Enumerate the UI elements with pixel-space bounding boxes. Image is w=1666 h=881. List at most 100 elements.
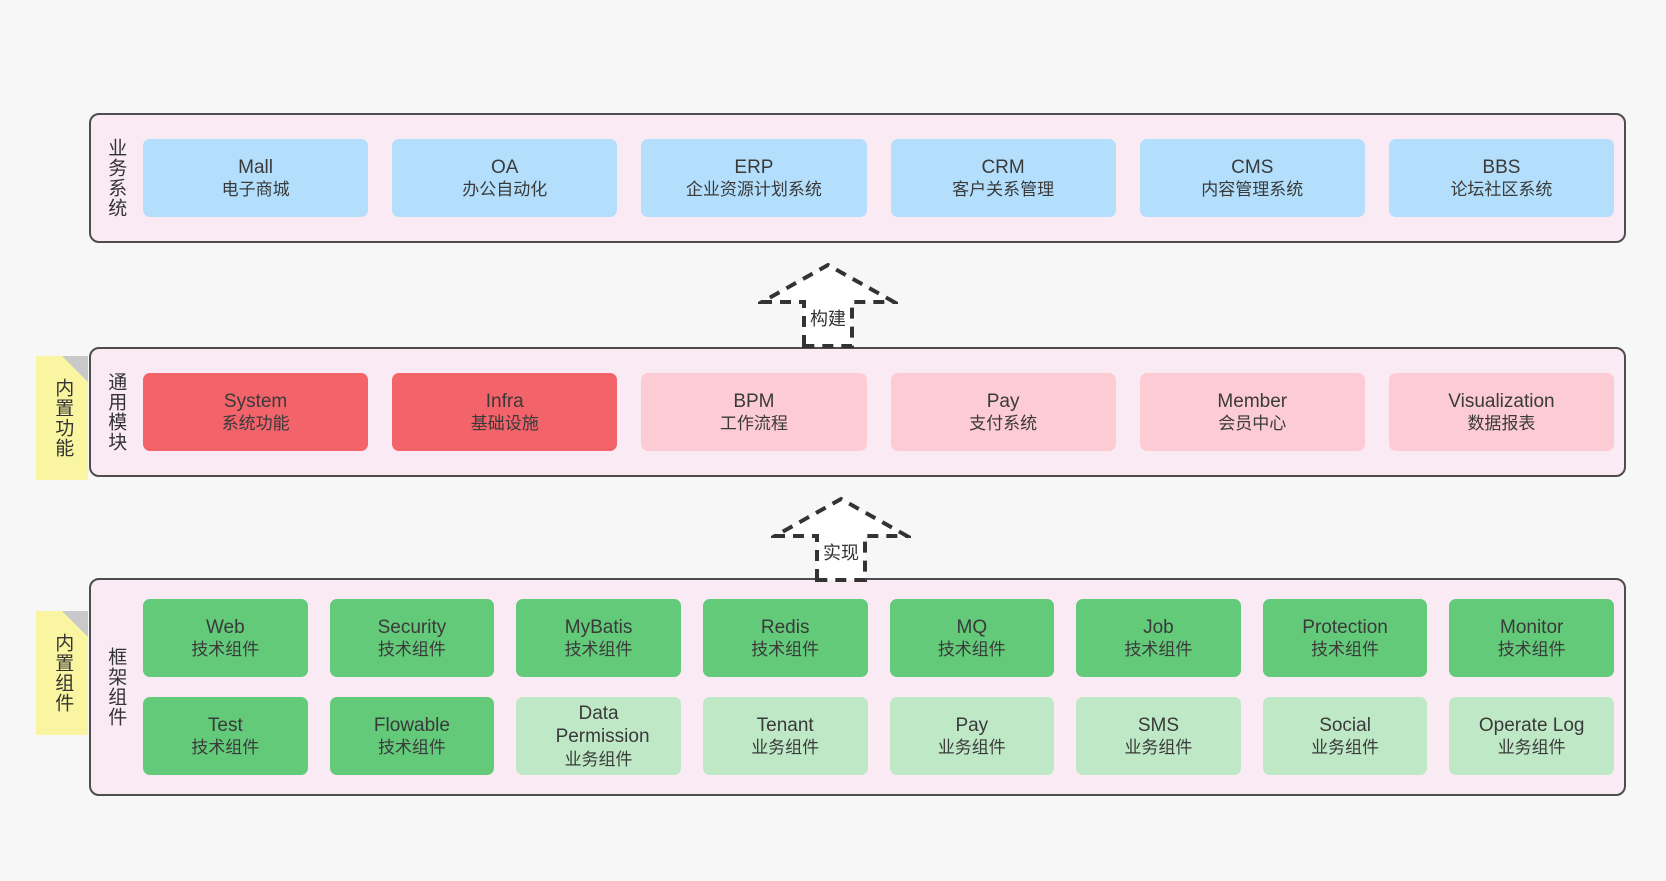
card-title-cn: 系统功能 [221,414,290,434]
card-title-en: MQ [956,616,988,638]
card-title-cn: 业务组件 [751,738,820,758]
card-row: System 系统功能 Infra 基础设施 BPM 工作流程 Pay 支付系统… [143,373,1615,451]
card-security[interactable]: Security 技术组件 [329,599,495,677]
card-test[interactable]: Test 技术组件 [143,697,308,775]
card-title-cn: 技术组件 [377,640,446,660]
card-row: Mall 电子商城 OA 办公自动化 ERP 企业资源计划系统 CRM 客户关系… [143,139,1615,217]
card-title-en: CMS [1231,156,1274,178]
card-title-cn: 技术组件 [1311,640,1380,660]
card-title-en: OA [491,156,519,178]
card-pay-business[interactable]: Pay 业务组件 [889,697,1055,775]
card-flowable[interactable]: Flowable 技术组件 [329,697,495,775]
sticky-note-label: 内置功能 [52,378,74,458]
card-title-cn: 技术组件 [191,738,260,758]
card-title-cn: 技术组件 [937,640,1006,660]
card-row: Test 技术组件 Flowable 技术组件 Data Permission … [143,697,1614,775]
card-title-cn: 论坛社区系统 [1450,180,1553,200]
card-mall[interactable]: Mall 电子商城 [143,139,369,217]
card-tenant[interactable]: Tenant 业务组件 [702,697,868,775]
card-pay[interactable]: Pay 支付系统 [890,373,1116,451]
layer-body-framework-components: Web 技术组件 Security 技术组件 MyBatis 技术组件 Redi… [139,580,1624,794]
card-monitor[interactable]: Monitor 技术组件 [1449,599,1614,677]
card-title-en: System [223,390,288,412]
card-title-cn: 业务组件 [1311,738,1380,758]
card-title-cn: 业务组件 [1124,738,1193,758]
card-title-en: Pay [986,390,1020,412]
card-title-cn: 工作流程 [719,414,788,434]
card-title-cn: 技术组件 [191,640,260,660]
card-title-cn: 技术组件 [1497,640,1566,660]
card-visualization[interactable]: Visualization 数据报表 [1388,373,1615,451]
card-title-cn: 技术组件 [1124,640,1193,660]
card-operate-log[interactable]: Operate Log 业务组件 [1449,697,1614,775]
layer-common-modules: 通用模块 System 系统功能 Infra 基础设施 BPM 工作流程 Pay… [89,347,1626,477]
sticky-note-builtin-features: 内置功能 [36,356,88,480]
card-title-cn: 数据报表 [1467,414,1536,434]
card-cms[interactable]: CMS 内容管理系统 [1139,139,1365,217]
card-title-en: BBS [1482,156,1521,178]
card-title-en: MyBatis [564,616,633,638]
card-title-en: Test [207,714,243,736]
card-title-en: Flowable [373,714,450,736]
card-infra[interactable]: Infra 基础设施 [392,373,618,451]
card-title-en: ERP [734,156,774,178]
card-title-cn: 企业资源计划系统 [685,180,822,200]
sticky-note-label: 内置组件 [52,633,74,713]
card-mq[interactable]: MQ 技术组件 [889,599,1055,677]
card-system[interactable]: System 系统功能 [143,373,369,451]
card-row: Web 技术组件 Security 技术组件 MyBatis 技术组件 Redi… [143,599,1614,677]
card-title-cn: 业务组件 [937,738,1006,758]
card-title-en: Operate Log [1478,714,1585,736]
sticky-note-builtin-components: 内置组件 [36,611,88,735]
card-bbs[interactable]: BBS 论坛社区系统 [1388,139,1615,217]
layer-body-common-modules: System 系统功能 Infra 基础设施 BPM 工作流程 Pay 支付系统… [139,349,1624,475]
arrow-implement: 实现 [771,496,911,582]
card-title-cn: 会员中心 [1218,414,1287,434]
layer-business-systems: 业务系统 Mall 电子商城 OA 办公自动化 ERP 企业资源计划系统 CRM… [89,113,1626,243]
card-title-en: Infra [485,390,524,412]
card-title-en: Security [377,616,447,638]
card-title-en: Member [1217,390,1288,412]
card-erp[interactable]: ERP 企业资源计划系统 [641,139,867,217]
card-title-en: Monitor [1500,616,1564,638]
card-data-permission[interactable]: Data Permission 业务组件 [516,697,681,775]
card-web[interactable]: Web 技术组件 [143,599,308,677]
card-title-cn: 支付系统 [969,414,1038,434]
card-title-en: Visualization [1448,390,1555,412]
card-title-en: Job [1143,616,1174,638]
card-title-cn: 办公自动化 [462,180,548,200]
card-title-cn: 内容管理系统 [1201,180,1304,200]
card-title-en: Social [1319,714,1371,736]
card-title-cn: 技术组件 [564,640,633,660]
card-title-en: SMS [1137,714,1180,736]
card-title-en: Web [205,616,245,638]
layer-title-framework-components: 框架组件 [105,647,127,727]
card-oa[interactable]: OA 办公自动化 [392,139,618,217]
card-title-cn: 客户关系管理 [952,180,1055,200]
card-title-en: BPM [733,390,775,412]
card-title-en: Protection [1302,616,1388,638]
card-redis[interactable]: Redis 技术组件 [702,599,868,677]
card-title-cn: 电子商城 [221,180,290,200]
card-title-cn: 基础设施 [470,414,539,434]
card-title-en: Data Permission [555,702,650,748]
layer-body-business-systems: Mall 电子商城 OA 办公自动化 ERP 企业资源计划系统 CRM 客户关系… [139,115,1624,241]
card-title-en: Tenant [756,714,814,736]
card-title-en: Pay [955,714,989,736]
card-title-cn: 业务组件 [564,750,633,770]
card-title-cn: 技术组件 [377,738,446,758]
card-crm[interactable]: CRM 客户关系管理 [890,139,1116,217]
card-job[interactable]: Job 技术组件 [1076,599,1241,677]
card-bpm[interactable]: BPM 工作流程 [641,373,867,451]
card-member[interactable]: Member 会员中心 [1139,373,1365,451]
card-mybatis[interactable]: MyBatis 技术组件 [516,599,681,677]
card-title-en: Redis [760,616,810,638]
arrow-build: 构建 [758,262,898,348]
card-title-cn: 技术组件 [751,640,820,660]
card-social[interactable]: Social 业务组件 [1262,697,1428,775]
card-title-cn: 业务组件 [1497,738,1566,758]
card-title-en: CRM [981,156,1025,178]
card-sms[interactable]: SMS 业务组件 [1076,697,1241,775]
card-protection[interactable]: Protection 技术组件 [1262,599,1428,677]
